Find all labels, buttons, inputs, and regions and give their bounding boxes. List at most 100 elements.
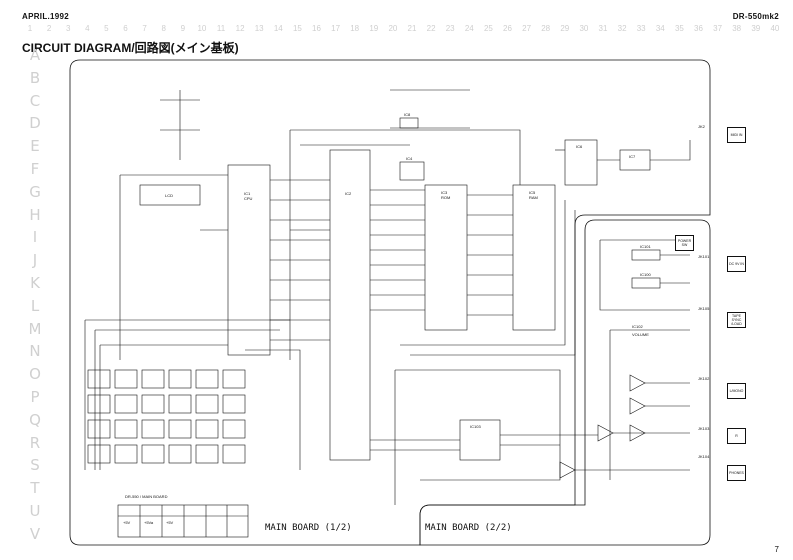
- ic4-chip: [399, 161, 425, 181]
- column-number: 25: [483, 24, 493, 33]
- ic3-rom: [424, 184, 468, 331]
- column-number: 37: [713, 24, 723, 33]
- legend-h1: +5V: [123, 520, 131, 525]
- column-number: 13: [254, 24, 264, 33]
- column-number: 8: [161, 24, 166, 33]
- legend-label: DR-550 / MAIN BOARD: [125, 494, 168, 499]
- row-letter: J: [32, 251, 38, 270]
- key-matrix: [87, 369, 246, 464]
- l-mono-connector: L/MONO: [727, 383, 746, 399]
- page-title: CIRCUIT DIAGRAM/回路図(メイン基板): [22, 41, 239, 55]
- ic7-label: IC7: [629, 154, 636, 159]
- ic2-chip: [329, 149, 371, 461]
- jk103-label: JK103: [698, 426, 710, 431]
- ic100-reg: [631, 277, 661, 289]
- power-legend: [117, 504, 249, 538]
- column-number: 17: [331, 24, 341, 33]
- row-letter: M: [28, 319, 42, 338]
- ic1-label: IC1: [244, 191, 251, 196]
- row-letter: N: [29, 342, 41, 361]
- dc-in-connector: DC 9V IN: [727, 256, 746, 272]
- row-letter: T: [30, 479, 40, 498]
- jk104-label: JK104: [698, 454, 710, 459]
- row-letter: G: [29, 182, 41, 201]
- column-number: 11: [216, 24, 226, 33]
- board-outline-right: [419, 219, 711, 546]
- ic101-label: IC101: [640, 244, 651, 249]
- column-number: 16: [312, 24, 321, 33]
- column-number: 40: [770, 24, 780, 33]
- ic102-label: IC102: [632, 324, 643, 329]
- opamp-5: [597, 424, 614, 442]
- column-number: 31: [598, 24, 608, 33]
- ic101-reg: [631, 249, 661, 261]
- column-number: 21: [407, 24, 417, 33]
- row-letter: R: [29, 433, 41, 452]
- board-label-left: MAIN BOARD (1/2): [265, 523, 352, 533]
- ic100-label: IC100: [640, 272, 651, 277]
- column-number: 36: [694, 24, 703, 33]
- header-model: DR-550mk2: [732, 12, 779, 21]
- row-letter: L: [30, 296, 40, 315]
- ic3-label: IC3: [441, 190, 448, 195]
- jk105-label: JK105: [698, 306, 710, 311]
- ic5-sub-label: RAM: [529, 195, 538, 200]
- legend-h2: +5Va: [144, 520, 154, 525]
- row-letter: P: [30, 388, 40, 406]
- column-number: 33: [636, 24, 646, 33]
- column-number: 2: [46, 24, 52, 33]
- column-number: 26: [503, 24, 512, 33]
- column-number: 19: [369, 24, 379, 33]
- column-number: 28: [541, 24, 551, 33]
- jk2-label: JK2: [698, 124, 706, 129]
- row-letter: I: [32, 228, 38, 247]
- ic8-chip: [399, 117, 419, 129]
- ic5-label: IC5: [529, 190, 536, 195]
- column-number: 38: [732, 24, 742, 33]
- bus-wires: [84, 89, 691, 505]
- column-number: 35: [674, 24, 684, 33]
- column-number: 7: [142, 24, 147, 33]
- column-number: 30: [579, 24, 589, 33]
- ic3-sub-label: ROM: [441, 195, 450, 200]
- column-number: 6: [123, 24, 128, 33]
- column-number: 29: [560, 24, 570, 33]
- ic4-label: IC4: [406, 156, 413, 161]
- ic5-ram: [512, 184, 556, 331]
- ic6-chip: [564, 139, 598, 186]
- column-number: 24: [464, 24, 474, 33]
- column-number: 20: [388, 24, 398, 33]
- opamp-1: [629, 374, 646, 392]
- column-number: 4: [85, 24, 90, 33]
- row-letter: Q: [29, 410, 41, 429]
- column-number: 9: [180, 24, 186, 33]
- opamp-4: [559, 461, 576, 479]
- ic2-label: IC2: [345, 191, 352, 196]
- row-letter: H: [29, 205, 41, 224]
- row-letter: U: [29, 502, 41, 520]
- opamp-2: [629, 397, 646, 415]
- ic103-label: IC103: [470, 424, 481, 429]
- row-letter: D: [29, 114, 41, 133]
- row-letter: B: [29, 68, 41, 87]
- row-letter: V: [29, 524, 41, 543]
- row-letter: C: [29, 91, 41, 110]
- ic1-sub-label: CPU: [244, 196, 253, 201]
- column-number: 39: [751, 24, 761, 33]
- column-number: 18: [350, 24, 360, 33]
- jk102-label: JK102: [698, 376, 710, 381]
- tape-sync-connector: TAPE SYNC /LOAD: [727, 312, 746, 328]
- column-number: 5: [104, 24, 109, 33]
- header-date: APRIL.1992: [22, 12, 70, 21]
- column-number: 34: [655, 24, 665, 33]
- column-number: 10: [197, 24, 207, 33]
- ic7-chip: [619, 149, 651, 171]
- page-number: 7: [774, 545, 779, 554]
- column-number: 14: [273, 24, 283, 33]
- legend-h3: +5V: [166, 520, 174, 525]
- lcd-label: LCD: [165, 193, 173, 198]
- board-label-right: MAIN BOARD (2/2): [425, 523, 512, 533]
